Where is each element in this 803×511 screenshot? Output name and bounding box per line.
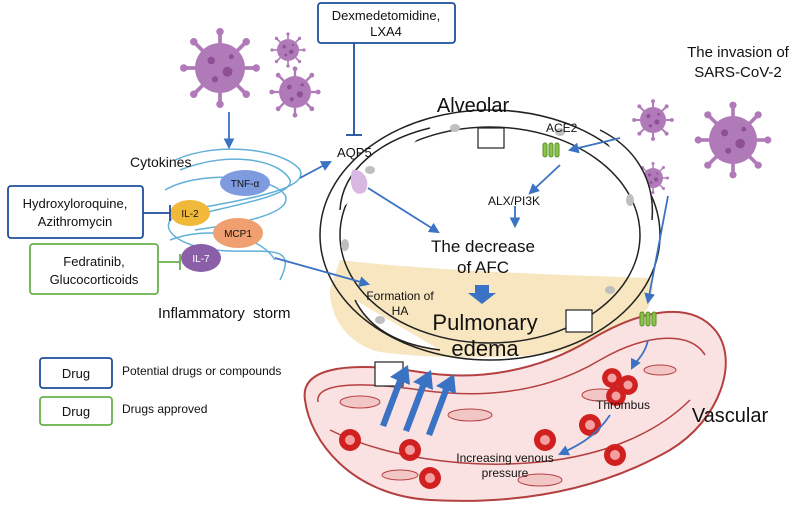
red-blood-cell-icon [534, 429, 556, 451]
venous-line2: pressure [482, 466, 529, 480]
red-blood-cell-icon [339, 429, 361, 451]
red-blood-cell-icon [604, 444, 626, 466]
virus-icon [178, 26, 262, 110]
red-blood-cell-icon [419, 467, 441, 489]
dexmedetomidine-line2: LXA4 [370, 24, 402, 39]
legend-potential-text: Potential drugs or compounds [122, 364, 281, 378]
alveolar-label: Alveolar [437, 95, 510, 117]
thick-arrows [380, 285, 496, 436]
red-blood-cell-icon [399, 439, 421, 461]
aqp5-label: AQP5 [337, 145, 372, 160]
virus-icon [631, 98, 675, 142]
fedratinib-line2: Glucocorticoids [50, 272, 139, 287]
invasion-line2: SARS-CoV-2 [694, 64, 782, 81]
pulmonary-line2: edema [451, 336, 519, 361]
formation-line1: Formation of [366, 289, 434, 303]
drug-box-fedratinib [29, 243, 159, 295]
decrease-line1: The decrease [431, 237, 535, 256]
decrease-line2: of AFC [457, 258, 509, 277]
alx-pi3k-label: ALX/PI3K [488, 194, 540, 208]
drug-box-hydroxy [7, 185, 144, 239]
dexmedetomidine-line1: Dexmedetomidine, [332, 8, 440, 23]
formation-line2: HA [392, 304, 409, 318]
cytokine-il2 [170, 200, 210, 226]
pulmonary-line1: Pulmonary [432, 310, 537, 335]
type2-cell [565, 309, 593, 333]
cytokine-tnf [220, 170, 270, 196]
legend-box-potential-text: Drug [62, 366, 90, 381]
thrombus-label: Thrombus [596, 398, 650, 412]
red-blood-cell-icon [579, 414, 601, 436]
cytokine-mcp1-label: MCP1 [224, 229, 252, 240]
virus-icon [268, 65, 322, 119]
arrows [223, 112, 669, 456]
drug-box-dexmedetomidine [317, 2, 456, 44]
inhibition-lines [143, 42, 362, 221]
legend-box-approved-text: Drug [62, 404, 90, 419]
virus-icon [269, 31, 307, 69]
hydroxy-line1: Hydroxyloroquine, [23, 196, 128, 211]
alveolar-cells [341, 124, 634, 324]
cytokine-il7-label: IL-7 [192, 254, 210, 265]
ace2-receptor-icon [542, 142, 560, 158]
cytokines-label: Cytokines [130, 154, 191, 170]
virus-icon [692, 99, 774, 181]
cytokine-il2-label: IL-2 [181, 209, 199, 220]
inflammatory-storm-label: Inflammatory storm [158, 305, 291, 322]
inhibition-line-approved [158, 254, 181, 270]
hydroxy-line2: Azithromycin [38, 214, 112, 229]
type2-cell [477, 127, 505, 149]
invasion-line1: The invasion of [687, 44, 790, 61]
cytokine-il7 [181, 244, 221, 272]
ace2-label: ACE2 [546, 121, 578, 135]
aqp5-channel-icon [350, 169, 368, 194]
legend-box-potential [39, 357, 113, 389]
legend-approved-text: Drugs approved [122, 402, 207, 416]
legend-box-approved [39, 396, 113, 426]
cytokine-mcp1 [213, 218, 263, 248]
cytokine-tnf-label: TNF-α [231, 179, 260, 190]
fedratinib-line1: Fedratinib, [63, 254, 124, 269]
vascular-label: Vascular [692, 405, 769, 427]
ace2-receptor-icon [639, 311, 657, 327]
venous-line1: Increasing venous [456, 451, 553, 465]
